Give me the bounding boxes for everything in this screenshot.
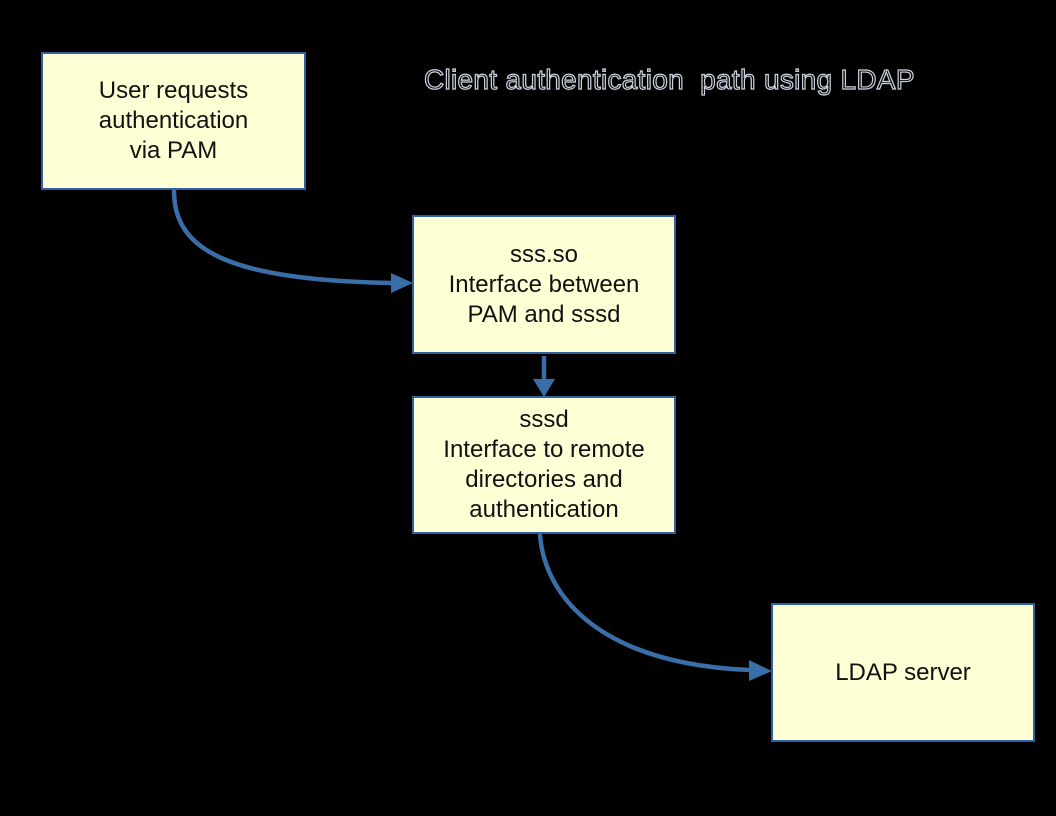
node-text-line: User requests [98, 77, 249, 104]
arrow-sssd-to-ldap-server [537, 532, 772, 681]
node-text-line: via PAM [129, 137, 218, 164]
node-text-line: authentication [98, 107, 249, 134]
arrow-shaft [537, 532, 753, 673]
node-ldap-server: LDAP server [771, 603, 1035, 742]
arrow-head-icon [749, 660, 772, 681]
arrow-head-icon [391, 273, 413, 293]
node-text-line: directories and [465, 466, 623, 493]
node-text-line: Interface between [448, 270, 640, 298]
node-text-line: authentication [469, 496, 619, 523]
node-text-line: sss.so [509, 240, 578, 268]
node-text-line: sssd [519, 406, 569, 433]
diagram-title: Client authentication path using LDAP [423, 63, 915, 95]
node-text-line: Interface to remote [443, 436, 645, 463]
arrow-head-icon [533, 379, 555, 397]
node-text-line: LDAP server [835, 658, 971, 686]
arrow-sss-so-to-sssd [533, 356, 555, 397]
node-sssd: sssd Interface to remote directories and… [412, 396, 676, 534]
node-user-request: User requests authentication via PAM [41, 52, 306, 190]
arrow-user-request-to-sss-so [171, 188, 413, 293]
node-text-line: PAM and sssd [467, 300, 621, 328]
node-sss-so: sss.so Interface between PAM and sssd [412, 215, 676, 354]
arrow-shaft [171, 188, 395, 286]
